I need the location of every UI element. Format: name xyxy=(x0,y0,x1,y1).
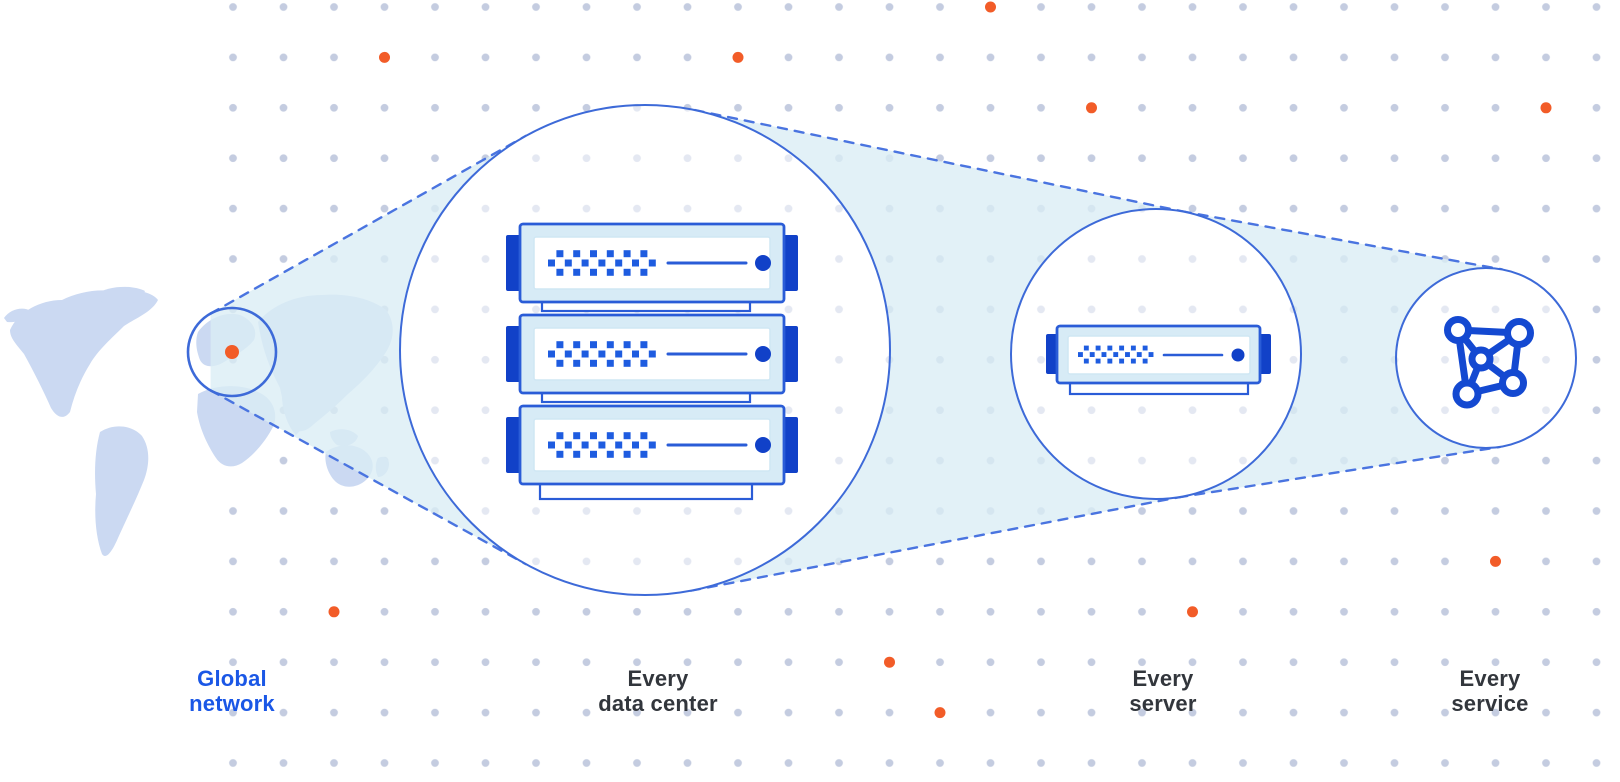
orange-dot xyxy=(732,51,744,63)
orange-dot xyxy=(884,656,895,668)
orange-dot xyxy=(1187,606,1198,618)
caption-every-server: Every server xyxy=(1129,666,1196,716)
location-dot xyxy=(225,345,239,359)
orange-accent-dots xyxy=(328,1,1552,719)
caption-line: network xyxy=(189,691,275,716)
orange-dot xyxy=(379,51,390,63)
caption-line: Every xyxy=(1132,666,1194,691)
orange-dot xyxy=(328,606,340,618)
zoom-guide-line xyxy=(689,495,1185,592)
zoom-guide-line xyxy=(1177,445,1502,499)
orange-dot xyxy=(985,1,996,13)
mesh-network-icon xyxy=(1444,316,1534,409)
orange-dot xyxy=(1540,102,1552,114)
caption-global-network: Global network xyxy=(189,666,275,716)
orange-dot xyxy=(934,707,946,719)
caption-line: server xyxy=(1129,691,1197,716)
caption-line: data center xyxy=(598,691,718,716)
zoom-guide-line xyxy=(209,134,527,315)
caption-line: service xyxy=(1451,691,1529,716)
caption-line: Every xyxy=(627,666,689,691)
caption-every-data-center: Every data center xyxy=(598,666,718,716)
caption-line: Global xyxy=(197,666,267,691)
zoom-guide-line xyxy=(693,108,1187,214)
caption-line: Every xyxy=(1459,666,1521,691)
server-unit xyxy=(506,224,798,302)
orange-dot xyxy=(1086,102,1097,114)
orange-dot xyxy=(1490,555,1501,567)
zoom-guide-line xyxy=(1180,210,1504,271)
server-unit xyxy=(506,406,798,484)
server-icon xyxy=(1046,324,1271,396)
dashed-zoom-guide-lines xyxy=(209,108,1504,592)
server-rack-icon xyxy=(506,224,798,501)
server-unit xyxy=(506,315,798,393)
zoom-guide-line xyxy=(209,389,527,566)
map-highlight-circle xyxy=(186,306,278,398)
caption-every-service: Every service xyxy=(1451,666,1528,716)
